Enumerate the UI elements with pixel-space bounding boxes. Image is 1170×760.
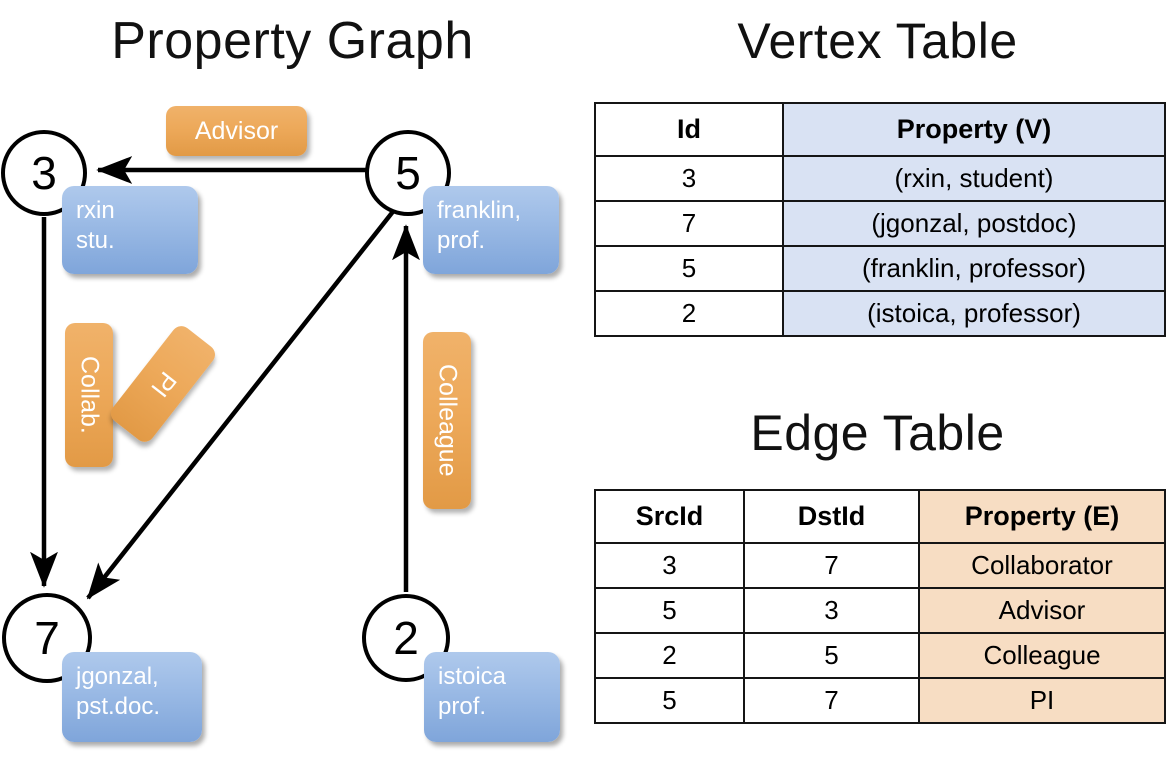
graph-edge-arrows	[30, 156, 420, 600]
edge-cell-dstid: 5	[743, 632, 920, 679]
node-property-box-5: franklin, prof.	[423, 186, 559, 274]
table-row: 2 (istoica, professor)	[594, 290, 1166, 337]
edge-cell-srcid: 5	[594, 677, 745, 724]
edge-label-colleague: Colleague	[423, 332, 471, 509]
edge-label-colleague-text: Colleague	[433, 364, 462, 477]
vertex-table: Id Property (V) 3 (rxin, student) 7 (jgo…	[594, 102, 1166, 337]
property-graph-diagram: 3 5 7 2 rxin stu. franklin, prof. jgonza…	[1, 106, 560, 742]
table-row: 3 (rxin, student)	[594, 155, 1166, 202]
vertex-cell-id: 7	[594, 200, 784, 247]
edge-cell-srcid: 3	[594, 542, 745, 589]
edge-cell-dstid: 7	[743, 677, 920, 724]
edge-cell-dstid: 3	[743, 587, 920, 634]
graph-node-7-label: 7	[34, 612, 60, 664]
node-property-box-2: istoica prof.	[424, 652, 560, 742]
edge-table-header-dstid: DstId	[743, 489, 920, 544]
edge-cell-property: Collaborator	[918, 542, 1166, 589]
node-property-line-1: franklin,	[437, 197, 522, 224]
page-title-vertex-table: Vertex Table	[737, 13, 1018, 69]
node-property-line-2: prof.	[437, 227, 486, 254]
node-property-line-1: jgonzal,	[76, 663, 159, 690]
vertex-cell-property: (jgonzal, postdoc)	[782, 200, 1166, 247]
edge-cell-property: Colleague	[918, 632, 1166, 679]
node-property-line-1: istoica	[438, 663, 507, 690]
vertex-cell-property: (franklin, professor)	[782, 245, 1166, 292]
table-row: 3 7 Collaborator	[594, 542, 1166, 589]
edge-cell-srcid: 2	[594, 632, 745, 679]
vertex-table-header-id: Id	[594, 102, 784, 157]
node-property-line-2: stu.	[76, 227, 115, 254]
graph-node-5[interactable]: 5	[365, 130, 451, 216]
vertex-table-header-row: Id Property (V)	[594, 102, 1166, 157]
node-property-line-1: rxin	[76, 197, 115, 224]
edge-label-advisor: Advisor	[166, 106, 307, 156]
edge-label-advisor-text: Advisor	[194, 116, 279, 145]
table-row: 5 3 Advisor	[594, 587, 1166, 634]
vertex-cell-id: 5	[594, 245, 784, 292]
vertex-cell-id: 3	[594, 155, 784, 202]
edge-table: SrcId DstId Property (E) 3 7 Collaborato…	[594, 489, 1166, 724]
page-title-property-graph: Property Graph	[111, 12, 474, 70]
edge-table-header-row: SrcId DstId Property (E)	[594, 489, 1166, 544]
graph-node-5-label: 5	[395, 147, 421, 199]
vertex-cell-property: (rxin, student)	[782, 155, 1166, 202]
node-property-line-2: pst.doc.	[76, 693, 161, 720]
graph-node-2-label: 2	[393, 612, 419, 664]
vertex-cell-id: 2	[594, 290, 784, 337]
vertex-cell-property: (istoica, professor)	[782, 290, 1166, 337]
edge-table-header-srcid: SrcId	[594, 489, 745, 544]
edge-pi-5-to-7	[86, 207, 397, 600]
table-row: 2 5 Colleague	[594, 632, 1166, 679]
edge-label-collab: Collab.	[65, 323, 113, 467]
page-title-edge-table: Edge Table	[750, 405, 1005, 461]
edge-cell-property: Advisor	[918, 587, 1166, 634]
edge-cell-dstid: 7	[743, 542, 920, 589]
graph-node-3-label: 3	[31, 147, 57, 199]
edge-table-header-property: Property (E)	[918, 489, 1166, 544]
edge-cell-srcid: 5	[594, 587, 745, 634]
vertex-table-header-property: Property (V)	[782, 102, 1166, 157]
table-row: 7 (jgonzal, postdoc)	[594, 200, 1166, 247]
edge-cell-property: PI	[918, 677, 1166, 724]
table-row: 5 7 PI	[594, 677, 1166, 724]
node-property-line-2: prof.	[438, 693, 487, 720]
node-property-box-3: rxin stu.	[62, 186, 198, 274]
node-property-box-7: jgonzal, pst.doc.	[62, 652, 202, 742]
edge-label-pi-text: PI	[145, 366, 182, 403]
edge-label-collab-text: Collab.	[75, 356, 104, 434]
table-row: 5 (franklin, professor)	[594, 245, 1166, 292]
graph-node-2[interactable]: 2	[362, 594, 450, 682]
